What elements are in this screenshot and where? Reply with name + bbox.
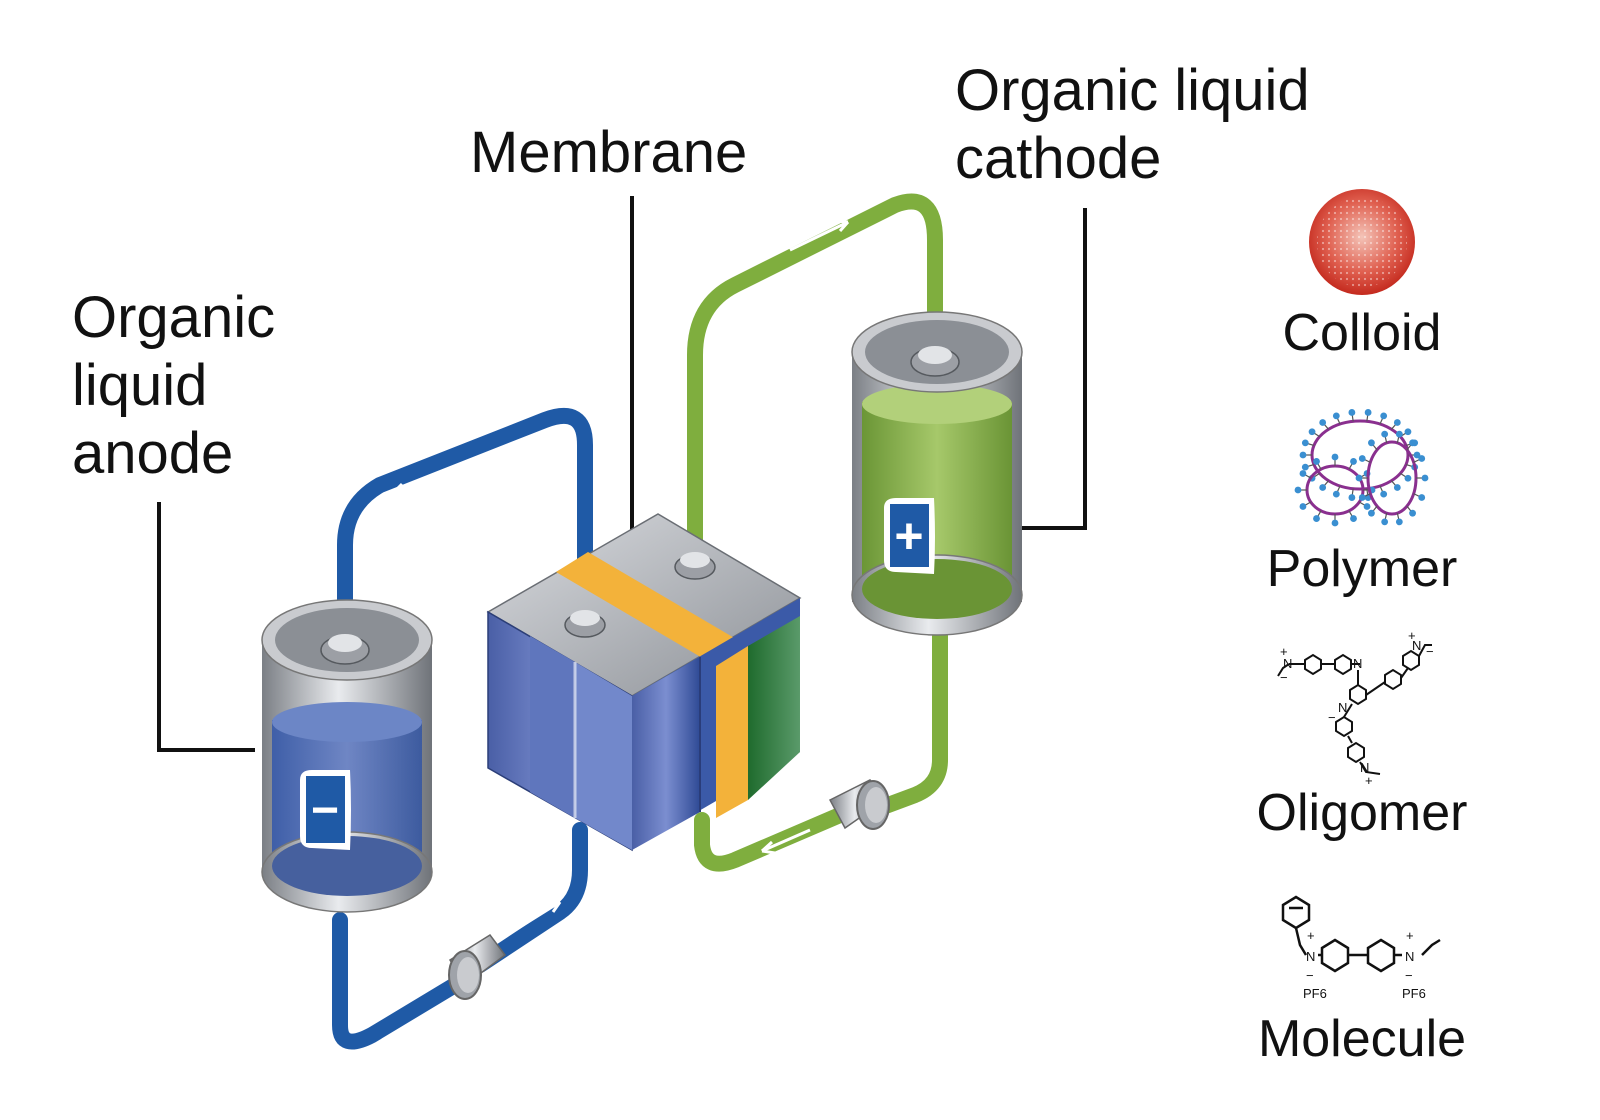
molecule-n-right: N [1405,949,1414,964]
anode-sign: − [311,784,339,837]
molecule-minus-right: − [1405,968,1413,983]
oligomer-n-2: N [1353,656,1362,671]
oligomer-n-4: N [1338,700,1347,715]
anode-label-line3: anode [72,421,233,486]
anode-pump-icon [448,933,507,1000]
anode-leader-line [157,502,255,752]
anode-minus-badge: − [300,770,351,850]
cathode-label-line1: Organic liquid [955,58,1310,123]
molecule-plus-right: + [1406,928,1414,943]
anode-label-line1: Organic [72,285,275,350]
anode-pipe-return [472,822,588,973]
cathode-flow-arrow-lower [761,828,811,853]
molecule-counterion-right: PF6 [1402,986,1426,1001]
cathode-leader-line [1022,208,1087,530]
anode-pipe-upper [337,408,593,648]
legend-label-polymer: Polymer [1267,540,1458,598]
cathode-pipe-lower [872,624,948,816]
legend-label-oligomer: Oligomer [1257,784,1468,842]
legend-label-colloid: Colloid [1283,304,1442,362]
oligomer-plus-1: + [1280,644,1288,659]
oligomer-minus-2: − [1426,644,1434,659]
legend-label-molecule: Molecule [1258,1010,1466,1068]
anode-flow-arrow-upper [391,473,441,496]
oligomer-n-3: N [1412,638,1421,653]
molecule-minus-left: − [1306,968,1314,983]
oligomer-plus-3: + [1365,773,1373,788]
molecule-counterion-left: PF6 [1303,986,1327,1001]
cathode-plus-badge: + [884,498,935,574]
oligomer-n-1: N [1283,656,1292,671]
cathode-tank: + [851,311,1023,636]
cathode-label-line2: cathode [955,126,1161,191]
oligomer-minus-3: − [1328,710,1336,725]
legend-colloid: Colloid [1283,189,1442,362]
oligomer-minus-1: − [1280,670,1288,685]
oligomer-labels: N N N N N + + + − − − [1280,628,1434,788]
cathode-pipe-return [694,807,848,872]
anode-flow-arrow-lower [511,900,561,934]
oligomer-plus-2: + [1408,628,1416,643]
cathode-pipe-upper [687,193,943,563]
anode-flow-arrowhead-lower [548,900,562,913]
membrane-strip [556,552,748,666]
membrane-label: Membrane [470,120,747,185]
flow-cell-stack [486,513,802,852]
molecule-plus-left: + [1307,928,1315,943]
cathode-flow-arrowhead-upper [835,219,850,232]
anode-flow-arrowhead-upper [390,482,406,499]
cathode-sign: + [894,508,923,564]
molecule-n-left: N [1306,949,1315,964]
oligomer-n-5: N [1360,760,1369,775]
legend-oligomer: N N N N N + + + − − − Oligomer [1257,628,1468,842]
cathode-flow-arrow-upper [789,220,849,252]
cathode-flow-arrowhead-lower [760,840,776,855]
legend-molecule: N N + + − − PF6 PF6 Molecule [1258,895,1466,1068]
anode-tank: − [261,599,433,913]
oligomer-structure-icon [1277,644,1432,775]
cathode-pump-icon [828,779,890,830]
viologen-molecule-icon [1281,895,1441,973]
anode-pipe-lower [332,912,463,1050]
legend-polymer: Polymer [1267,409,1458,598]
molecule-labels: N N + + − − PF6 PF6 [1303,928,1426,1001]
polymer-chain-icon [1294,409,1429,527]
anode-label-line2: liquid [72,353,207,418]
